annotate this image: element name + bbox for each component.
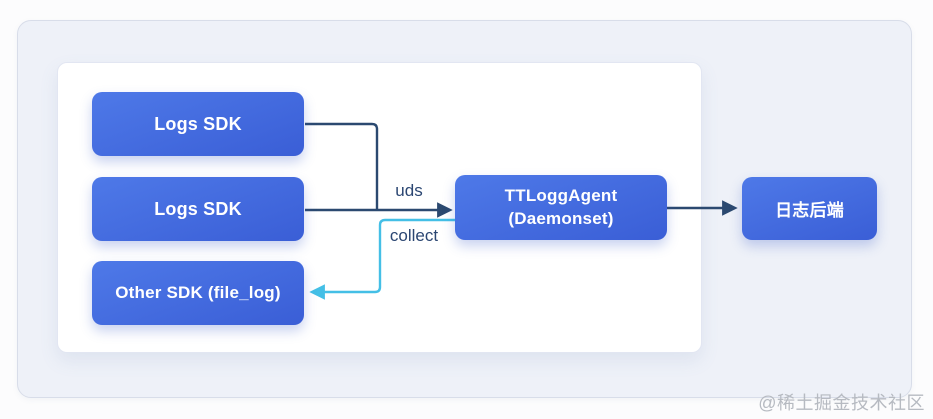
node-other-sdk-file-log: Other SDK (file_log) xyxy=(92,261,304,325)
edge-label-collect: collect xyxy=(389,226,439,245)
node-ttloggagent-daemonset: TTLoggAgent (Daemonset) xyxy=(455,175,667,240)
watermark-juejin: @稀土掘金技术社区 xyxy=(758,393,925,413)
edge-label-uds: uds xyxy=(395,181,423,200)
node-logs-sdk-1: Logs SDK xyxy=(92,92,304,156)
node-log-backend: 日志后端 xyxy=(742,177,877,240)
node-logs-sdk-2: Logs SDK xyxy=(92,177,304,241)
